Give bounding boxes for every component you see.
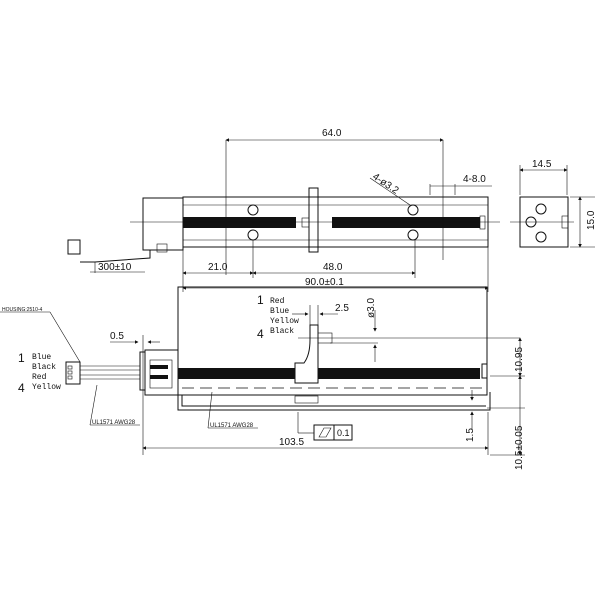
motor-wire: Yellow (270, 317, 299, 326)
connector-wire: Blue (32, 353, 51, 362)
motor-pin-first: 1 (257, 293, 264, 307)
dim-0-5: 0.5 (110, 331, 124, 342)
dim-15: 15.0 (586, 210, 597, 230)
carriage (294, 324, 319, 384)
dim-dia-3: ø3.0 (366, 298, 377, 318)
dim-103-5: 103.5 (279, 437, 304, 448)
cable-spec-right: UL1571 AWG28 (210, 423, 254, 429)
connector (67, 239, 81, 255)
motor-pin-last: 4 (257, 327, 264, 341)
carriage-plate (308, 187, 319, 253)
dim-64: 64.0 (322, 128, 342, 139)
motor-wire: Red (270, 297, 285, 306)
flatness-value: 0.1 (337, 428, 350, 438)
dim-90-top: 90.0±0.1 (305, 277, 344, 288)
dim-300: 300±10 (98, 262, 132, 273)
motor-body (142, 197, 184, 251)
dim-21: 21.0 (208, 262, 228, 273)
dim-1-5: 1.5 (465, 428, 476, 442)
connector-wire: Black (32, 363, 56, 372)
lead-screw (332, 217, 480, 228)
top-view: 64.0 21.0 48.0 90.0±0.1 300±10 4-ø3.2 4-… (67, 128, 500, 292)
connector-pin-first: 1 (18, 351, 25, 365)
dim-2-5: 2.5 (335, 303, 349, 314)
dim-10-95: 10.95 (514, 347, 525, 372)
dim-14-5: 14.5 (532, 159, 552, 170)
lead-screw (183, 217, 296, 228)
housing-label: HOUSING:2510-4 (2, 307, 43, 313)
connector-wire: Red (32, 373, 47, 382)
cable (80, 250, 151, 263)
motor-wire: Blue (270, 307, 289, 316)
cable-spec-left: UL1571 AWG28 (92, 420, 136, 426)
side-view: HOUSING:2510-4 1 4 Blue Black Red Yellow… (0, 286, 525, 470)
holes-callout: 4-ø3.2 (370, 171, 400, 197)
lead-screw (318, 368, 480, 379)
slots-callout: 4-8.0 (463, 174, 486, 185)
end-view: 14.5 15.0 (510, 159, 597, 248)
lead-screw (178, 368, 295, 379)
motor-wire: Black (270, 327, 294, 336)
flatness-tolerance-frame: 0.1 (313, 424, 353, 441)
dim-10-5: 10.5±0.05 (514, 425, 525, 470)
flatness-icon (318, 427, 332, 438)
connector-pin-last: 4 (18, 381, 25, 395)
dim-48: 48.0 (323, 262, 343, 273)
connector-housing (65, 361, 81, 385)
connector-wire: Yellow (32, 383, 61, 392)
